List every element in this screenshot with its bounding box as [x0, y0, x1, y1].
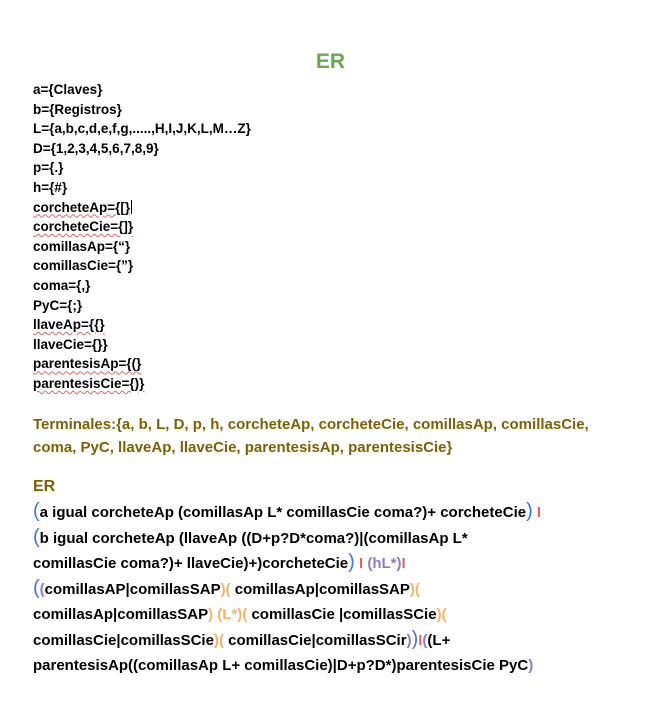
definition-item: PyC={;} — [33, 297, 83, 313]
terminals-line: Terminales:{a, b, L, D, p, h, corcheteAp… — [33, 416, 589, 433]
definition-item: coma={,} — [33, 277, 91, 293]
er-text: b igual corcheteAp (llaveAp ((D+p?D*coma… — [39, 529, 468, 547]
er-text: comillasAP|comillasSAP — [44, 580, 221, 598]
definition-item: parentesisAp={(} — [33, 354, 251, 374]
definition-item: llaveCie={}} — [33, 336, 108, 352]
er-text: comillasCie coma?)+ llaveCie)+)corcheteC… — [33, 555, 349, 572]
er-text: (L*) — [217, 606, 243, 623]
text-cursor — [131, 199, 133, 214]
document-title: ER — [315, 50, 346, 73]
definition-item: llaveAp={{} — [33, 315, 251, 335]
definition-item: h={#} — [33, 179, 68, 195]
definition-item: a={Claves} — [33, 82, 103, 97]
definition-text: llaveAp={{} — [33, 317, 105, 333]
definition-item: p={.} — [33, 160, 64, 176]
er-line: comillasCie coma?)+ llaveCie)+)corcheteC… — [33, 551, 406, 573]
er-line: (b igual corcheteAp (llaveAp ((D+p?D*com… — [33, 525, 468, 548]
er-text: parentesisAp((comillasAp L+ comillasCie)… — [33, 657, 529, 674]
definition-item: comillasAp={“} — [33, 238, 131, 254]
definition-item: D={1,2,3,4,5,6,7,8,9} — [33, 140, 159, 156]
definition-text: corcheteCie={]} — [33, 219, 134, 235]
er-line: comillasCie|comillasSCie)( comillasCie|c… — [33, 627, 451, 650]
terminals-paragraph: Terminales:{a, b, L, D, p, h, corcheteAp… — [33, 413, 633, 459]
er-text: comillasCie|comillasSCie — [33, 631, 214, 649]
definitions-list: a={Claves} b={Registros} L={a,b,c,d,e,f,… — [33, 80, 251, 394]
er-text: comillasCie |comillasSCie — [251, 606, 437, 623]
definition-item: L={a,b,c,d,e,f,g,.....,H,I,J,K,L,M…Z} — [33, 121, 251, 137]
er-text: a igual corcheteAp (comillasAp L* comill… — [39, 504, 527, 521]
definition-text: parentesisAp={(} — [33, 356, 142, 372]
definition-text: parentesisCie={)} — [33, 375, 145, 391]
definition-text: corcheteAp={[} — [33, 199, 131, 215]
terminals-line: coma, PyC, llaveAp, llaveCie, parentesis… — [33, 439, 453, 456]
er-text: comillasAp|comillasSAP — [234, 580, 410, 598]
definition-item[interactable]: corcheteAp={[} — [33, 198, 251, 218]
er-text: comillasCie|comillasSCir — [228, 631, 407, 649]
er-line: ((comillasAP|comillasSAP)( comillasAp|co… — [33, 576, 420, 599]
definition-item: parentesisCie={)} — [33, 374, 251, 394]
definition-item: comillasCie={”} — [33, 258, 134, 274]
er-line: comillasAp|comillasSAP) (L*)( comillasCi… — [33, 606, 447, 623]
er-text: comillasAp|comillasSAP — [33, 606, 209, 623]
er-text: (hL*) — [367, 555, 402, 572]
er-heading: ER — [33, 478, 56, 495]
er-expression: (a igual corcheteAp (comillasAp L* comil… — [33, 500, 643, 679]
er-line: parentesisAp((comillasAp L+ comillasCie)… — [33, 657, 534, 674]
definition-item: corcheteCie={]} — [33, 217, 251, 237]
er-line: (a igual corcheteAp (comillasAp L* comil… — [33, 500, 542, 522]
er-text: (L+ — [427, 631, 451, 649]
definition-item: b={Registros} — [33, 101, 122, 117]
